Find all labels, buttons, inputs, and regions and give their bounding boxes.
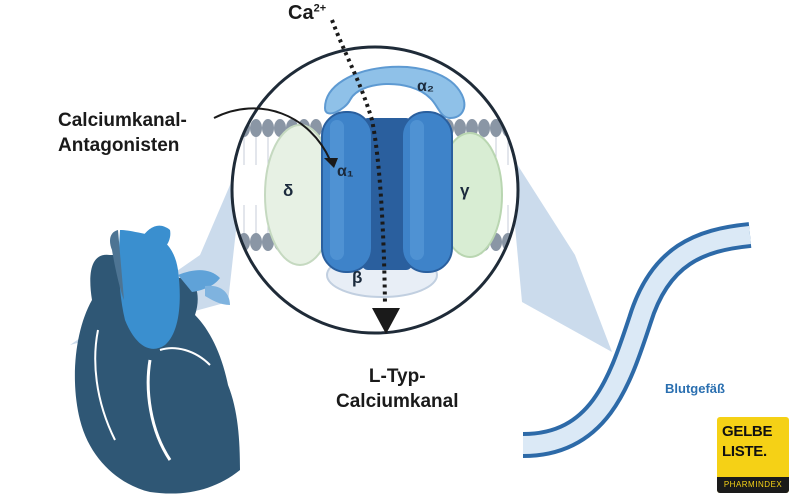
calcium-ion-label: Ca2+ [288,2,326,25]
zoom-cone-left [70,150,245,345]
zoom-circle-border [230,45,520,335]
antagonist-label-line1: Calciumkanal- [58,110,187,131]
calcium-flow-arrowhead [372,308,400,334]
delta-label: δ [283,181,294,200]
antagonist-label: Calciumkanal- Antagonisten [58,108,187,158]
beta-label: β [352,268,363,287]
gelbe-liste-logo: GELBE LISTE. PHARMINDEX [717,417,789,493]
alpha2-label: α₂ [417,78,434,95]
calcium-ion-symbol: Ca [288,2,314,24]
logo-line2: LISTE. [722,443,767,460]
logo-subtitle: PHARMINDEX [717,477,789,493]
antagonist-pointer-arrowhead [324,158,338,168]
channel-label: L-Typ- Calciumkanal [336,364,459,414]
calcium-ion-charge: 2+ [313,2,327,15]
alpha2-subunit [323,65,466,120]
membrane-view [232,65,518,298]
heart-icon [74,225,240,494]
blood-vessel-icon [522,222,752,458]
zoom-cone-right [508,150,612,352]
channel-label-line1: L-Typ- [368,366,426,387]
calcium-flow-arrow [330,19,387,306]
antagonist-label-line2: Antagonisten [58,135,180,156]
channel-label-line2: Calciumkanal [336,391,459,412]
logo-line1: GELBE [722,423,773,440]
alpha1-label: α₁ [337,163,354,180]
gamma-label: γ [460,181,470,200]
antagonist-pointer-arrow [213,107,331,161]
alpha1-subunit [321,111,453,273]
blood-vessel-label: Blutgefäß [665,381,725,396]
